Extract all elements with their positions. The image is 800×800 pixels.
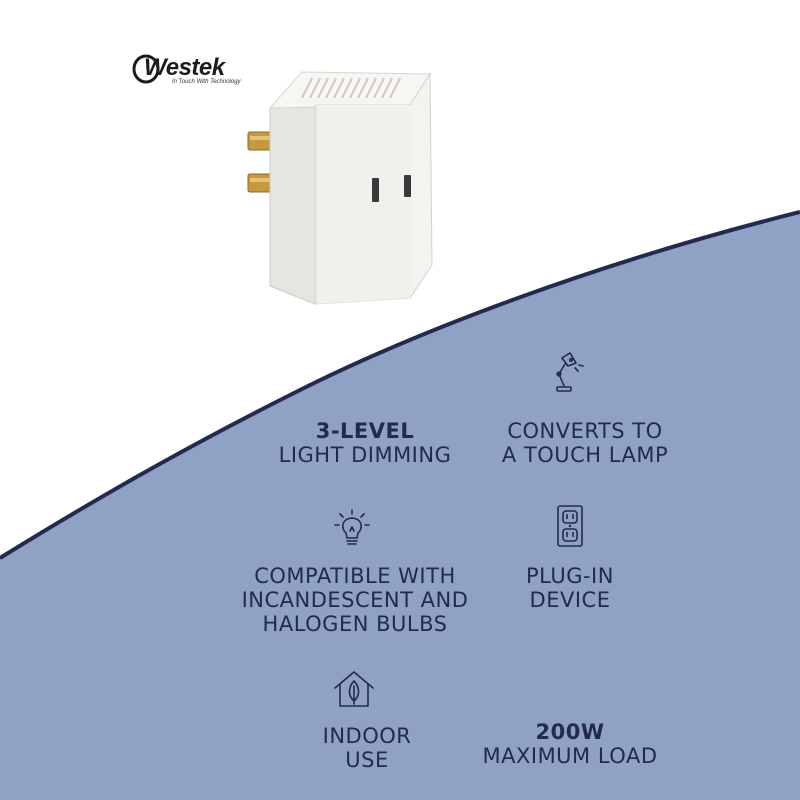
panel-edge-arc <box>0 210 800 560</box>
outlet-slot-right <box>404 175 411 197</box>
feature-line: A TOUCH LAMP <box>501 443 669 467</box>
feature-line: CONVERTS TO <box>507 419 663 443</box>
brand-name: Westek <box>144 54 225 81</box>
lamp-icon <box>556 352 584 392</box>
feature-line: HALOGEN BULBS <box>262 612 448 636</box>
prong-bottom <box>247 173 273 193</box>
light-bulb-icon <box>334 509 370 545</box>
feature-plug-in: PLUG-IN DEVICE <box>470 564 670 612</box>
feature-indoor: INDOOR USE <box>267 724 467 772</box>
feature-line: MAXIMUM LOAD <box>482 744 658 768</box>
feature-line: INCANDESCENT AND <box>241 588 469 612</box>
feature-line: LIGHT DIMMING <box>278 443 452 467</box>
feature-bulbs: COMPATIBLE WITH INCANDESCENT AND HALOGEN… <box>205 564 505 636</box>
feature-line: 3-LEVEL <box>315 419 415 443</box>
prong-top <box>247 131 273 151</box>
outlet-icon <box>557 505 583 547</box>
feature-dimming: 3-LEVEL LIGHT DIMMING <box>230 419 500 467</box>
feature-line: INDOOR <box>322 724 412 748</box>
feature-panel <box>0 212 800 800</box>
feature-load: 200W MAXIMUM LOAD <box>450 720 690 768</box>
house-leaf-icon <box>334 671 374 707</box>
feature-line: DEVICE <box>529 588 611 612</box>
outlet-slot-left <box>372 178 379 202</box>
feature-line: 200W <box>535 720 605 744</box>
dimmer-product-image <box>247 71 433 305</box>
feature-touch-lamp: CONVERTS TO A TOUCH LAMP <box>460 419 710 467</box>
brand-tagline: In Touch With Technology <box>172 79 241 85</box>
feature-line: PLUG-IN <box>526 564 614 588</box>
feature-line: USE <box>345 748 389 772</box>
westek-logo: Westek In Touch With Technology <box>132 52 241 88</box>
feature-line: COMPATIBLE WITH <box>254 564 456 588</box>
logo-swoosh <box>132 54 160 84</box>
